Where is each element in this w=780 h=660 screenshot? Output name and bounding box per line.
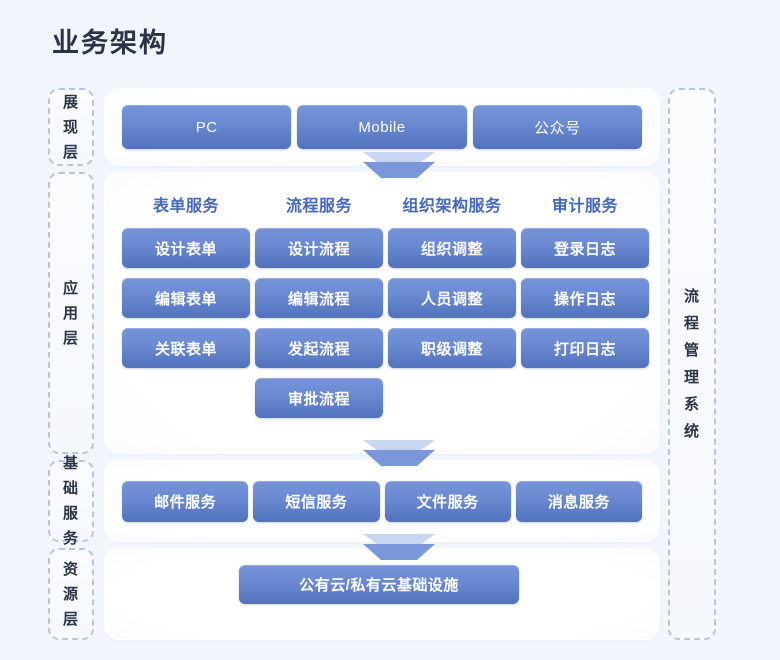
application-item-login-log[interactable]: 登录日志 bbox=[521, 228, 649, 268]
layer-label-resource-text: 资源层 bbox=[62, 560, 79, 628]
base-item-message-service[interactable]: 消息服务 bbox=[515, 481, 642, 522]
application-item-org-adjust[interactable]: 组织调整 bbox=[388, 228, 516, 268]
application-item-edit-form[interactable]: 编辑表单 bbox=[122, 278, 250, 318]
application-column-header: 审计服务 bbox=[551, 198, 618, 215]
application-item-approve-process[interactable]: 审批流程 bbox=[255, 378, 383, 418]
layer-label-resource: 资源层 bbox=[48, 548, 94, 640]
resource-item-cloud-infrastructure[interactable]: 公有云/私有云基础设施 bbox=[239, 565, 519, 604]
arrow-chevron-bottom bbox=[363, 450, 435, 466]
application-column-form-service: 表单服务 设计表单 编辑表单 关联表单 bbox=[122, 196, 250, 418]
arrow-down-icon-base-to-resource bbox=[363, 534, 435, 564]
base-item-mail-service[interactable]: 邮件服务 bbox=[122, 481, 249, 522]
application-column-header: 组织架构服务 bbox=[402, 198, 502, 215]
system-label-text: 流程管理系统 bbox=[683, 288, 700, 440]
application-layer-columns: 表单服务 设计表单 编辑表单 关联表单 流程服务 设计流程 编辑流程 发起流程 … bbox=[122, 196, 649, 418]
application-column-org-structure-service: 组织架构服务 组织调整 人员调整 职级调整 bbox=[388, 196, 516, 418]
base-item-file-service[interactable]: 文件服务 bbox=[384, 481, 511, 522]
application-column-header: 流程服务 bbox=[285, 198, 352, 215]
application-item-staff-adjust[interactable]: 人员调整 bbox=[388, 278, 516, 318]
resource-layer-items: 公有云/私有云基础设施 bbox=[239, 565, 519, 604]
application-item-relate-form[interactable]: 关联表单 bbox=[122, 328, 250, 368]
base-item-sms-service[interactable]: 短信服务 bbox=[253, 481, 380, 522]
application-item-print-log[interactable]: 打印日志 bbox=[521, 328, 649, 368]
layer-label-presentation-text: 展现层 bbox=[62, 93, 79, 161]
arrow-down-icon-presentation-to-application bbox=[363, 152, 435, 182]
arrow-chevron-top bbox=[363, 534, 435, 547]
arrow-chevron-top bbox=[363, 152, 435, 165]
arrow-down-icon-application-to-base bbox=[363, 440, 435, 470]
presentation-item-mobile[interactable]: Mobile bbox=[297, 105, 467, 149]
application-item-design-process[interactable]: 设计流程 bbox=[255, 228, 383, 268]
application-item-rank-adjust[interactable]: 职级调整 bbox=[388, 328, 516, 368]
application-item-operation-log[interactable]: 操作日志 bbox=[521, 278, 649, 318]
layer-label-application: 应用层 bbox=[48, 172, 94, 454]
application-item-edit-process[interactable]: 编辑流程 bbox=[255, 278, 383, 318]
arrow-chevron-bottom bbox=[363, 162, 435, 178]
arrow-chevron-top bbox=[363, 440, 435, 453]
layer-label-presentation: 展现层 bbox=[48, 88, 94, 166]
application-column-process-service: 流程服务 设计流程 编辑流程 发起流程 审批流程 bbox=[255, 196, 383, 418]
application-item-design-form[interactable]: 设计表单 bbox=[122, 228, 250, 268]
application-column-header: 表单服务 bbox=[152, 198, 219, 215]
application-item-start-process[interactable]: 发起流程 bbox=[255, 328, 383, 368]
application-column-audit-service: 审计服务 登录日志 操作日志 打印日志 bbox=[521, 196, 649, 418]
layer-label-application-text: 应用层 bbox=[62, 279, 79, 347]
layer-label-base-service: 基础服务 bbox=[48, 455, 94, 547]
system-label-process-management: 流程管理系统 bbox=[668, 88, 716, 640]
presentation-item-official-account[interactable]: 公众号 bbox=[472, 105, 642, 149]
layer-label-base-service-text: 基础服务 bbox=[62, 455, 79, 547]
presentation-layer-items: PC Mobile 公众号 bbox=[122, 105, 642, 149]
arrow-chevron-bottom bbox=[363, 544, 435, 560]
page-title: 业务架构 bbox=[52, 28, 168, 58]
base-service-layer-items: 邮件服务 短信服务 文件服务 消息服务 bbox=[122, 481, 642, 522]
presentation-item-pc[interactable]: PC bbox=[122, 105, 292, 149]
